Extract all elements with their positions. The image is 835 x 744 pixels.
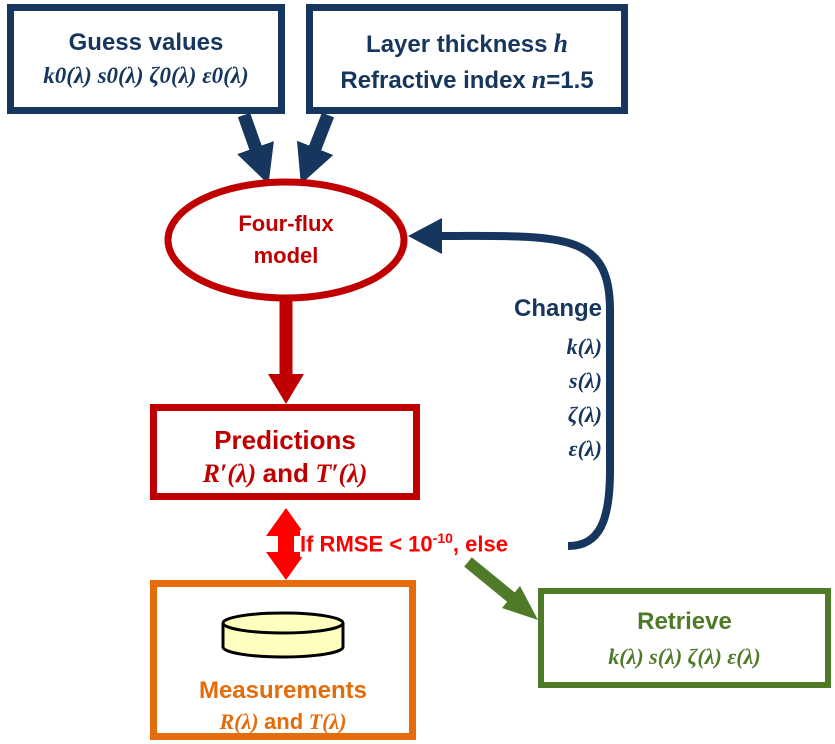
measurements-formula: R(λ) and T(λ) xyxy=(157,709,409,735)
guess-values-box: Guess values k0(λ) s0(λ) ζ0(λ) ε0(λ) xyxy=(7,4,285,114)
arrow-to-retrieve xyxy=(464,557,516,603)
change-param-epsilon: ε(λ) xyxy=(568,436,602,461)
rmse-condition-suffix: , else xyxy=(452,531,508,557)
measurements-t: T(λ) xyxy=(308,709,347,734)
arrow-feedback-head xyxy=(408,218,442,254)
change-params-list: k(λ) s(λ) ζ(λ) ε(λ) xyxy=(567,330,602,466)
measurements-title: Measurements xyxy=(198,677,368,704)
guess-values-params: k0(λ) s0(λ) ζ0(λ) ε0(λ) xyxy=(14,63,278,89)
model-ellipse xyxy=(164,178,408,302)
arrow-to-retrieve-head xyxy=(502,586,538,620)
change-param-s: s(λ) xyxy=(569,368,602,393)
change-title: Change xyxy=(513,295,602,322)
refractive-index-line: Refractive index n=1.5 xyxy=(313,65,621,95)
model-label-line1: Four-flux xyxy=(238,211,334,236)
arrow-model-to-predictions-head xyxy=(268,374,304,404)
model-label: Four-flux model xyxy=(186,208,386,272)
change-param-zeta: ζ(λ) xyxy=(567,402,602,427)
refractive-index-value: =1.5 xyxy=(546,67,594,94)
refractive-index-symbol: n xyxy=(531,65,547,94)
predictions-and: and xyxy=(262,458,309,488)
predictions-formula: R′(λ) and T′(λ) xyxy=(157,458,413,489)
rmse-condition: If RMSE < 10-10, else xyxy=(300,530,508,558)
cylinder-sample-icon xyxy=(221,611,345,659)
guess-values-params-text: k0(λ) s0(λ) ζ0(λ) ε0(λ) xyxy=(43,63,249,88)
measurements-and: and xyxy=(264,709,304,734)
change-label: Change xyxy=(514,292,602,326)
rmse-condition-exponent: -10 xyxy=(432,530,453,546)
layer-thickness-label: Layer thickness xyxy=(366,31,548,58)
rmse-condition-prefix: If RMSE < 10 xyxy=(300,531,433,557)
predictions-title: Predictions xyxy=(214,425,356,455)
predictions-r-prime: R′(λ) xyxy=(202,459,257,488)
retrieve-box: Retrieve k(λ) s(λ) ζ(λ) ε(λ) xyxy=(538,588,831,688)
arrow-compare-down-head xyxy=(266,552,306,580)
model-label-line2: model xyxy=(253,243,319,268)
retrieve-params: k(λ) s(λ) ζ(λ) ε(λ) xyxy=(608,644,761,669)
change-param-k: k(λ) xyxy=(566,334,602,359)
layer-thickness-symbol: h xyxy=(553,29,568,58)
guess-values-title: Guess values xyxy=(68,29,224,56)
measurements-box: Measurements R(λ) and T(λ) xyxy=(150,580,416,740)
layer-properties-box: Layer thickness h Refractive index n=1.5 xyxy=(306,4,628,114)
predictions-t-prime: T′(λ) xyxy=(315,459,368,488)
predictions-box: Predictions R′(λ) and T′(λ) xyxy=(150,404,420,500)
arrow-guess-to-model xyxy=(237,112,274,185)
measurements-r: R(λ) xyxy=(219,709,259,734)
refractive-index-label: Refractive index xyxy=(340,67,526,94)
retrieve-title: Retrieve xyxy=(637,608,732,635)
layer-thickness-line: Layer thickness h xyxy=(313,29,621,59)
arrow-layer-to-model xyxy=(296,112,335,185)
arrow-feedback-loop xyxy=(431,231,614,550)
arrow-compare-up-head xyxy=(266,508,306,536)
